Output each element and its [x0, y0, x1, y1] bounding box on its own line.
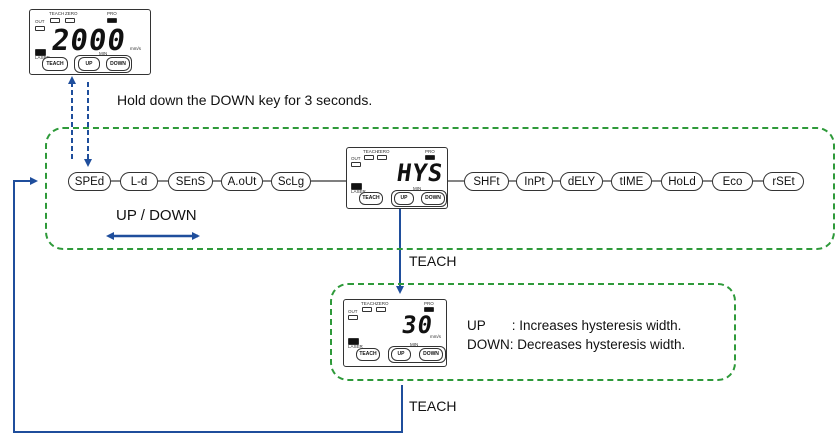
teach-indicator — [364, 155, 374, 160]
up-button[interactable]: UP — [391, 348, 411, 361]
up-button[interactable]: UP — [394, 192, 414, 205]
teach-indicator-label: TEACH — [363, 149, 379, 154]
menu-item-time: tIME — [611, 172, 652, 191]
min-label: MIN — [413, 186, 422, 191]
out-indicator — [348, 315, 358, 320]
menu-item-aout: A.oUt — [221, 172, 263, 191]
min-label: MIN — [410, 342, 419, 347]
menu-item-sens: SEnS — [168, 172, 213, 191]
unit-label: mm/s — [430, 334, 441, 339]
out-indicator — [35, 26, 45, 31]
pro-indicator-label: PRO — [107, 11, 117, 16]
zero-indicator — [65, 18, 75, 23]
zero-indicator-label: ZERO — [376, 301, 389, 306]
pro-indicator-label: PRO — [424, 301, 434, 306]
laser-indicator-label: LASER — [35, 55, 50, 60]
teach-indicator — [50, 18, 60, 23]
pro-indicator-label: PRO — [425, 149, 435, 154]
teach-indicator-label: TEACH — [361, 301, 377, 306]
menu-item-eco: Eco — [712, 172, 753, 191]
pro-indicator — [424, 307, 434, 312]
down-button[interactable]: DOWN — [419, 348, 443, 361]
laser-indicator-label: LASER — [351, 189, 366, 194]
sensor-panel-value: OUT TEACH ZERO PRO LASER 30 mm/s TEACH U… — [343, 299, 447, 367]
pro-indicator — [107, 18, 117, 23]
menu-item-sclg: ScLg — [271, 172, 311, 191]
laser-indicator — [35, 49, 46, 56]
menu-item-shft: SHFt — [464, 172, 509, 191]
sensor-panel-top: OUT TEACH ZERO PRO LASER 2000 mm/s TEACH… — [29, 9, 151, 75]
pro-indicator — [425, 155, 435, 160]
menu-item-rset: rSEt — [763, 172, 804, 191]
zero-indicator — [377, 155, 387, 160]
laser-indicator-label: LASER — [348, 344, 363, 349]
unit-label: mm/s — [130, 46, 141, 51]
display-value: HYS — [395, 159, 446, 187]
hysteresis-group-box — [330, 283, 736, 381]
display-value: 2000 — [49, 23, 129, 57]
laser-indicator — [348, 338, 359, 345]
out-indicator-label: OUT — [351, 156, 361, 161]
menu-item-hold: HoLd — [661, 172, 703, 191]
instruction-text: Hold down the DOWN key for 3 seconds. — [117, 92, 373, 108]
out-indicator — [351, 162, 361, 167]
teach-label: TEACH — [409, 253, 457, 269]
teach-indicator-label: TEACH — [49, 11, 65, 16]
down-button[interactable]: DOWN — [106, 57, 130, 71]
menu-item-dely: dELY — [560, 172, 603, 191]
out-indicator-label: OUT — [348, 309, 358, 314]
menu-item-sped: SPEd — [68, 172, 111, 191]
min-label: MIN — [99, 51, 108, 56]
up-button[interactable]: UP — [78, 57, 100, 71]
teach-indicator — [362, 307, 372, 312]
description-down: DOWN: Decreases hysteresis width. — [467, 337, 686, 352]
menu-item-inpt: InPt — [516, 172, 553, 191]
down-button[interactable]: DOWN — [421, 192, 445, 205]
out-indicator-label: OUT — [35, 19, 45, 24]
menu-item-l-d: L-d — [120, 172, 158, 191]
updown-label: UP / DOWN — [116, 207, 197, 224]
menu-group-box — [45, 127, 835, 250]
teach-button[interactable]: TEACH — [359, 192, 383, 205]
teach-button[interactable]: TEACH — [356, 348, 380, 361]
zero-indicator — [376, 307, 386, 312]
zero-indicator-label: ZERO — [65, 11, 78, 16]
teach-button[interactable]: TEACH — [42, 57, 68, 71]
description-up: UP : Increases hysteresis width. — [467, 318, 682, 333]
laser-indicator — [351, 183, 362, 190]
zero-indicator-label: ZERO — [377, 149, 390, 154]
teach-label-bottom: TEACH — [409, 398, 457, 414]
sensor-panel-hys: OUT TEACH ZERO PRO LASER HYS TEACH UP MI… — [346, 147, 448, 209]
